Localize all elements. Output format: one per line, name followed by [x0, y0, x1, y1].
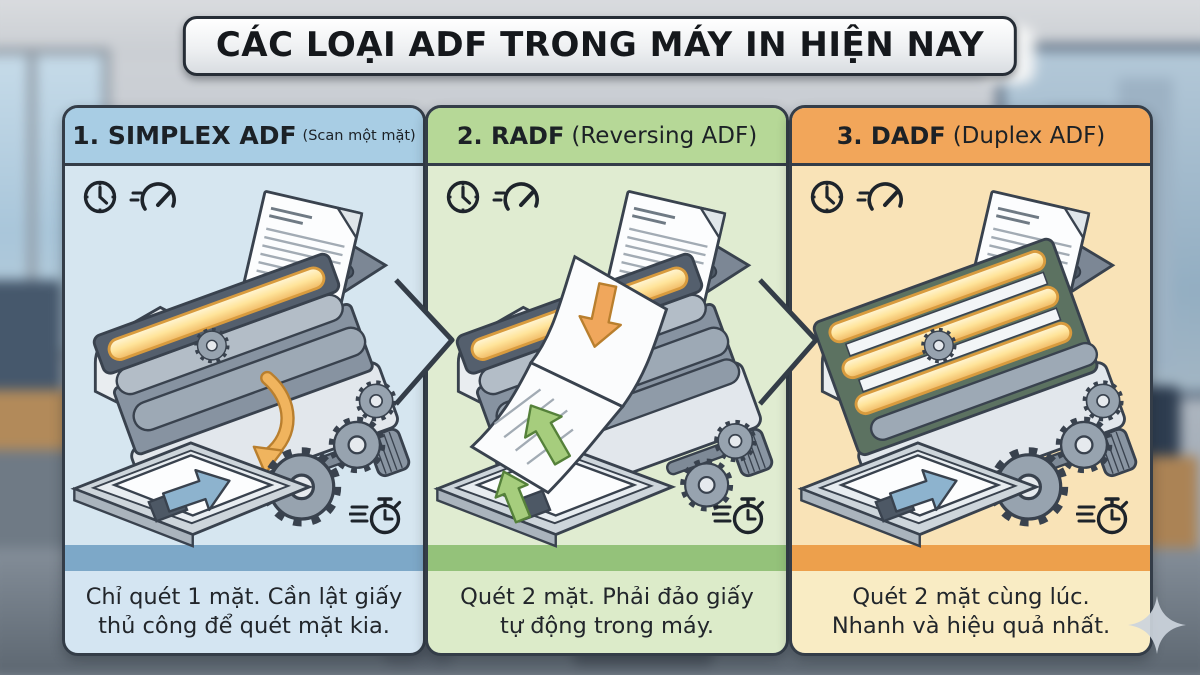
- paper-path-sheet: [844, 271, 1049, 357]
- exit-up-arrow: [494, 470, 532, 524]
- caption-line: Quét 2 mặt cùng lúc.: [852, 584, 1090, 611]
- speed-icons: [444, 178, 540, 216]
- panel-divider-strip: [792, 545, 1150, 571]
- radf-printer-illustration: [433, 190, 774, 548]
- return-up-arrow: [523, 404, 572, 466]
- clock-icon: [446, 180, 480, 214]
- title-banner: CÁC LOẠI ADF TRONG MÁY IN HIỆN NAY: [182, 16, 1018, 76]
- gear-train: [997, 384, 1138, 519]
- panel-simplex-caption: Chỉ quét 1 mặt. Cần lật giấy thủ công để…: [65, 571, 423, 653]
- speedometer-icon: [129, 182, 176, 211]
- caption-line: Quét 2 mặt. Phải đảo giấy: [460, 584, 754, 611]
- printer-deck: [812, 237, 1126, 514]
- panel-divider-strip: [65, 545, 423, 571]
- bg-monitor: [0, 280, 62, 392]
- stopwatch-icon: [349, 497, 402, 535]
- panel-dadf-caption: Quét 2 mặt cùng lúc. Nhanh và hiệu quả n…: [792, 571, 1150, 653]
- scan-bar-top: [828, 250, 1047, 344]
- speedometer-icon: [856, 182, 903, 211]
- caption-line: Chỉ quét 1 mặt. Cần lật giấy: [85, 584, 403, 611]
- speedometer-icon: [492, 182, 539, 211]
- panel-dadf-header: 3. DADF (Duplex ADF): [792, 108, 1150, 166]
- output-tray: [70, 441, 314, 548]
- gear-icon: [718, 424, 752, 458]
- gear-icon: [198, 331, 227, 360]
- panel-dadf: 3. DADF (Duplex ADF): [789, 105, 1153, 656]
- gear-train: [666, 424, 774, 507]
- panel-simplex-illustration: [65, 166, 423, 548]
- page-title: CÁC LOẠI ADF TRONG MÁY IN HIỆN NAY: [215, 25, 985, 65]
- printer-deck: [92, 252, 399, 514]
- sparkle-icon: [1128, 596, 1186, 654]
- panel-radf-header: 2. RADF (Reversing ADF): [428, 108, 786, 166]
- panel-heading: 1. SIMPLEX ADF: [72, 121, 297, 150]
- output-tray: [797, 441, 1041, 548]
- gear-train: [270, 384, 411, 519]
- panel-radf-illustration: [428, 166, 786, 548]
- gear-icon: [925, 331, 954, 360]
- clock-icon: [83, 180, 117, 214]
- gear-icon: [1061, 422, 1107, 468]
- panel-heading-note: (Scan một mặt): [302, 127, 416, 144]
- panel-heading: 2. RADF: [456, 121, 565, 150]
- stopwatch-icon: [1076, 497, 1129, 535]
- gear-icon: [359, 384, 392, 417]
- scan-bar: [107, 266, 326, 361]
- paper-path-sheet: [857, 307, 1062, 393]
- panel-simplex-adf: 1. SIMPLEX ADF (Scan một mặt): [62, 105, 426, 656]
- flow-chevron-2: [758, 278, 819, 406]
- dadf-printer-illustration: [797, 190, 1138, 548]
- speed-icons: [808, 178, 904, 216]
- panel-heading-note: (Duplex ADF): [952, 122, 1106, 149]
- panel-heading-note: (Reversing ADF): [571, 122, 758, 149]
- bg-window-mullion: [28, 48, 36, 343]
- stopwatch-icon: [712, 497, 765, 535]
- speed-icons: [81, 178, 177, 216]
- reversing-paper-path: [469, 254, 669, 524]
- output-arrow: [888, 468, 958, 513]
- gear-icon: [1086, 384, 1119, 417]
- flow-chevron-1: [394, 278, 455, 406]
- scan-bar-bottom: [854, 321, 1073, 416]
- caption-line: thủ công để quét mặt kia.: [98, 613, 390, 639]
- caption-line: Nhanh và hiệu quả nhất.: [831, 613, 1111, 639]
- panel-dadf-illustration: [792, 166, 1150, 548]
- panel-simplex-header: 1. SIMPLEX ADF (Scan một mặt): [65, 108, 423, 166]
- gear-icon: [334, 422, 380, 468]
- simplex-printer-illustration: [70, 190, 411, 548]
- panel-divider-strip: [428, 545, 786, 571]
- flip-down-arrow: [578, 282, 622, 348]
- clock-icon: [810, 180, 844, 214]
- panel-radf: 2. RADF (Reversing ADF): [425, 105, 789, 656]
- output-arrow: [161, 468, 231, 513]
- caption-line: tự động trong máy.: [500, 613, 714, 639]
- panel-radf-caption: Quét 2 mặt. Phải đảo giấy tự động trong …: [428, 571, 786, 653]
- panel-heading: 3. DADF: [836, 121, 946, 150]
